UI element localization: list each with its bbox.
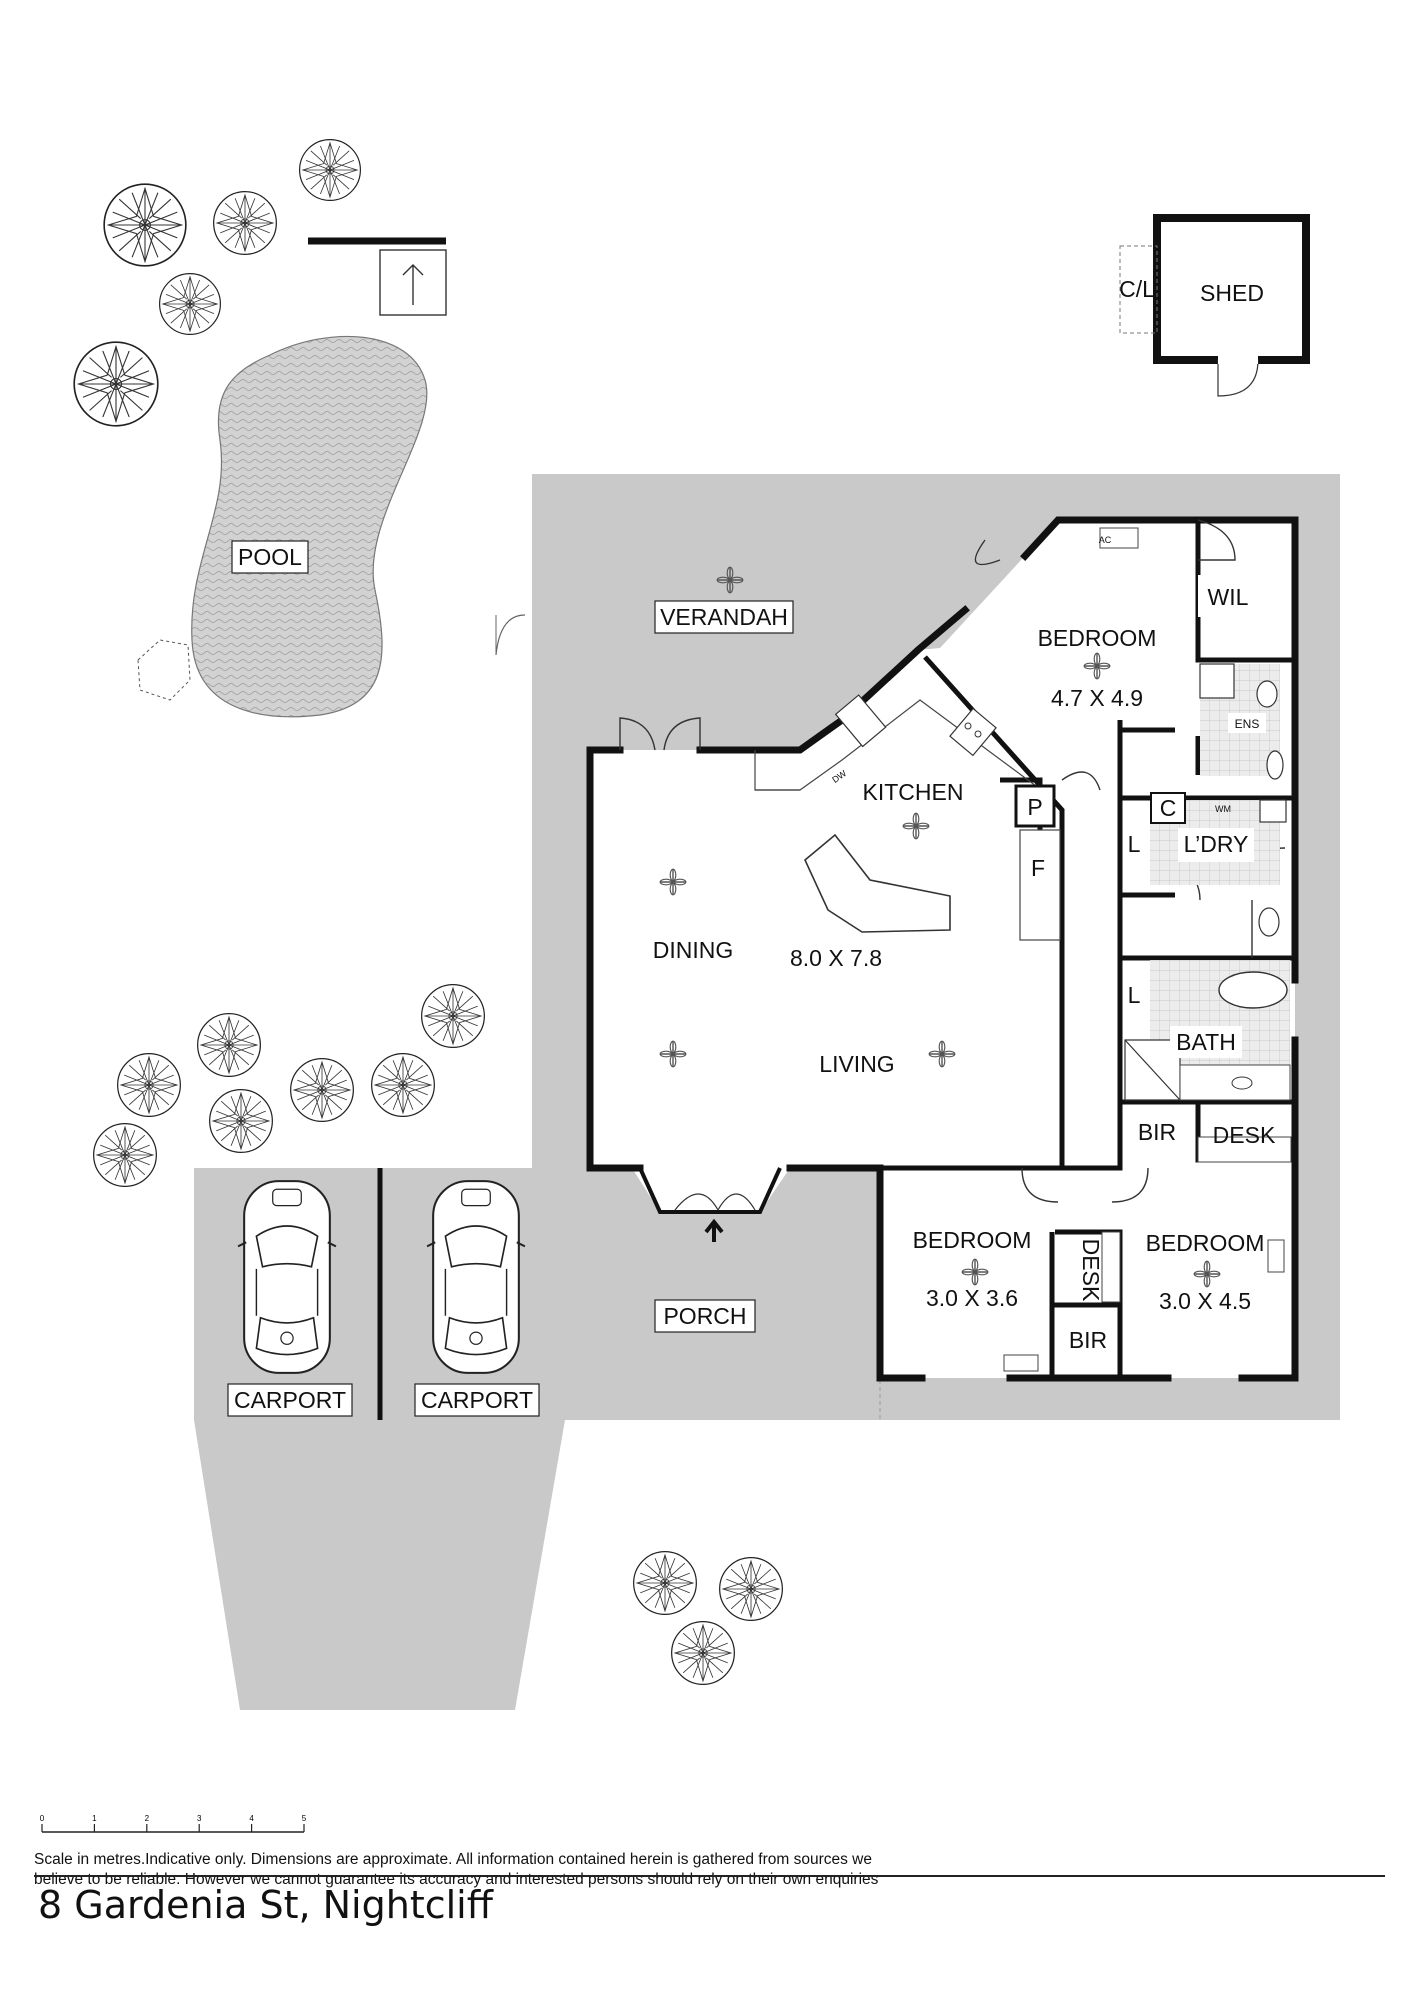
bedroom-main-label: BEDROOM — [1038, 625, 1157, 651]
up-arrow-icon — [402, 264, 424, 305]
bir-bottom-label: BIR — [1069, 1327, 1107, 1353]
tree-icon — [209, 1089, 273, 1153]
ac-label: AC — [1099, 535, 1112, 545]
tree-icon — [671, 1621, 735, 1685]
kitchen-label: KITCHEN — [863, 779, 964, 805]
pool — [191, 335, 428, 718]
pool-label: POOL — [238, 544, 302, 570]
cooktop-icon — [949, 707, 997, 757]
tub-icon — [1259, 799, 1287, 823]
tree-icon — [371, 1053, 435, 1117]
shed-label: SHED — [1200, 280, 1264, 306]
desk-vertical-label: DESK — [1078, 1239, 1104, 1302]
scale-tick-label: 1 — [92, 1814, 97, 1823]
desk-top-label: DESK — [1213, 1122, 1276, 1148]
kitchen-island — [804, 833, 951, 933]
property-address: 8 Gardenia St, Nightcliff — [38, 1883, 493, 1927]
pool-step — [137, 639, 191, 701]
tree-icon — [719, 1557, 783, 1621]
path-edge — [430, 1060, 532, 1168]
entry-arrow-icon — [704, 1218, 724, 1242]
porch-label: PORCH — [663, 1303, 746, 1329]
desk-vertical-surface — [1101, 1231, 1121, 1303]
ens-label: ENS — [1235, 717, 1260, 731]
scale-bar: 0 1 2 3 4 5 — [40, 1814, 307, 1833]
scale-tick-label: 0 — [40, 1814, 45, 1823]
tree-icon — [159, 273, 221, 335]
living-label: LIVING — [819, 1051, 894, 1077]
bedroom-main-dimensions: 4.7 X 4.9 — [1051, 685, 1143, 711]
sink-icon — [834, 694, 887, 748]
wil-label: WIL — [1208, 584, 1249, 610]
vanity — [1179, 1064, 1291, 1101]
gate-swing — [495, 614, 526, 656]
pantry-label: P — [1027, 794, 1042, 820]
tree-icon — [117, 1053, 181, 1117]
tree-icon — [290, 1058, 354, 1122]
living-dimensions: 8.0 X 7.8 — [790, 945, 882, 971]
tree-icon — [93, 1123, 157, 1187]
front-door-swing — [674, 1193, 756, 1211]
wm-label: WM — [1215, 804, 1231, 814]
disclaimer-line-1: Scale in metres.Indicative only. Dimensi… — [34, 1851, 872, 1868]
basin-icon — [1266, 750, 1284, 780]
carport-1-label: CARPORT — [234, 1387, 346, 1413]
tree-icon — [299, 139, 361, 201]
laundry-linen-label: L — [1128, 831, 1141, 857]
carport-2-label: CARPORT — [421, 1387, 533, 1413]
cl-label: C/L — [1119, 276, 1155, 302]
car-icon — [237, 1180, 337, 1374]
tree-icon — [421, 984, 485, 1048]
fridge-space — [1019, 829, 1061, 941]
bath-linen-label: L — [1128, 982, 1141, 1008]
footer-divider — [34, 1875, 1385, 1877]
dining-label: DINING — [653, 937, 734, 963]
scale-tick-label: 4 — [249, 1814, 254, 1823]
ac-unit-icon — [1003, 1354, 1039, 1372]
laundry-label: L’DRY — [1184, 831, 1249, 857]
tree-icon — [197, 1013, 261, 1077]
tree-icon — [73, 341, 159, 427]
toilet-icon — [1256, 680, 1278, 708]
bedroom-3-dimensions: 3.0 X 4.5 — [1159, 1288, 1251, 1314]
toilet-icon — [1258, 907, 1280, 937]
ac-unit-icon — [1267, 1239, 1285, 1273]
bath-label: BATH — [1176, 1029, 1236, 1055]
bir-top-label: BIR — [1138, 1119, 1176, 1145]
entry-bay — [638, 1167, 782, 1214]
car-icon — [426, 1180, 526, 1374]
bedroom-2-dimensions: 3.0 X 3.6 — [926, 1285, 1018, 1311]
exterior-walls — [586, 516, 1299, 1382]
cl-area — [1119, 245, 1158, 334]
bathtub-icon — [1218, 971, 1288, 1009]
scale-tick-label: 3 — [197, 1814, 202, 1823]
desk-top-surface — [1197, 1136, 1292, 1163]
shed-door-swing — [1217, 359, 1259, 397]
bedroom-3-label: BEDROOM — [1146, 1230, 1265, 1256]
verandah-label: VERANDAH — [660, 604, 788, 630]
ac-unit-icon — [1099, 527, 1139, 549]
tree-icon — [633, 1551, 697, 1615]
tree-icon — [213, 191, 277, 255]
tree-icon — [103, 183, 187, 267]
floor-plan: POOL VERANDAH SHED C/L BEDROOM 4.7 X 4.9… — [40, 139, 1340, 1833]
scale-tick-label: 2 — [145, 1814, 150, 1823]
shower-icon — [1199, 663, 1235, 699]
bedroom-2-label: BEDROOM — [913, 1227, 1032, 1253]
fridge-label: F — [1031, 855, 1045, 881]
scale-tick-label: 5 — [302, 1814, 307, 1823]
linen-c-label: C — [1160, 795, 1177, 821]
